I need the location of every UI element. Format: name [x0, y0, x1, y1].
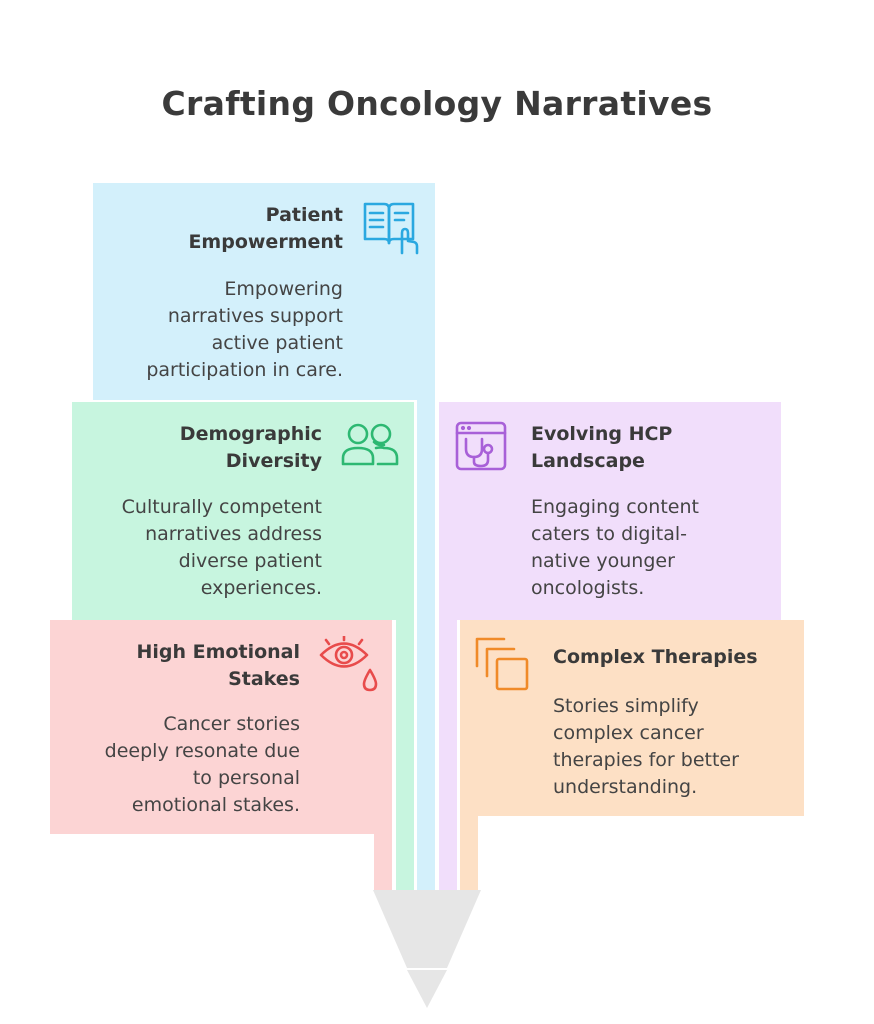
- patient-empowerment-title: Patient Empowerment: [93, 202, 343, 256]
- book-touch-icon: [362, 199, 420, 255]
- demographic-diversity-title: Demographic Diversity: [72, 421, 322, 475]
- desc-line: understanding.: [553, 776, 698, 798]
- desc-line: native younger: [531, 550, 675, 572]
- desc-line: therapies for better: [553, 749, 739, 771]
- patient-empowerment-desc: Empowering narratives support active pat…: [93, 276, 343, 384]
- desc-line: deeply resonate due: [104, 740, 300, 762]
- desc-line: Empowering: [224, 278, 343, 300]
- evolving-hcp-card: [439, 402, 781, 620]
- desc-line: active patient: [211, 332, 343, 354]
- desc-line: emotional stakes.: [131, 794, 300, 816]
- desc-line: Culturally competent: [121, 496, 322, 518]
- high-emotional-title-line1: High Emotional: [136, 641, 301, 663]
- desc-line: diverse patient: [178, 550, 322, 572]
- evolving-hcp-desc: Engaging content caters to digital- nati…: [531, 494, 771, 602]
- desc-line: oncologists.: [531, 577, 645, 599]
- desc-line: Stories simplify: [553, 695, 699, 717]
- stethoscope-window-icon: [454, 420, 510, 474]
- demographic-diversity-desc: Culturally competent narratives address …: [72, 494, 322, 602]
- high-emotional-title-line2: Stakes: [228, 668, 300, 690]
- desc-line: experiences.: [200, 577, 322, 599]
- evolving-hcp-title-line1: Evolving HCP: [531, 423, 673, 445]
- high-emotional-title: High Emotional Stakes: [50, 639, 301, 693]
- people-icon: [340, 420, 400, 470]
- desc-line: Cancer stories: [163, 713, 300, 735]
- blue-stem: [417, 380, 435, 892]
- desc-line: complex cancer: [553, 722, 704, 744]
- demographic-diversity-title-line1: Demographic: [179, 423, 322, 445]
- purple-stem: [439, 600, 457, 892]
- layers-icon: [474, 636, 532, 692]
- desc-line: narratives support: [167, 305, 343, 327]
- complex-therapies-card: [460, 620, 804, 816]
- patient-empowerment-title-line1: Patient: [265, 204, 343, 226]
- orange-stem: [460, 815, 478, 892]
- crying-eye-icon: [318, 636, 380, 692]
- red-stem: [374, 830, 392, 892]
- desc-line: to personal: [192, 767, 300, 789]
- evolving-hcp-title-line2: Landscape: [531, 450, 645, 472]
- green-stem: [396, 600, 414, 892]
- desc-line: caters to digital-: [531, 523, 687, 545]
- complex-therapies-title-line1: Complex Therapies: [553, 646, 758, 668]
- funnel-shape: [373, 890, 481, 1012]
- high-emotional-desc: Cancer stories deeply resonate due to pe…: [50, 711, 300, 819]
- complex-therapies-desc: Stories simplify complex cancer therapie…: [553, 693, 793, 801]
- demographic-diversity-title-line2: Diversity: [225, 450, 322, 472]
- desc-line: narratives address: [145, 523, 322, 545]
- diagram-title: Crafting Oncology Narratives: [161, 84, 713, 123]
- patient-empowerment-title-line2: Empowerment: [188, 231, 343, 253]
- evolving-hcp-title: Evolving HCP Landscape: [531, 421, 771, 475]
- desc-line: participation in care.: [146, 359, 343, 381]
- complex-therapies-title: Complex Therapies: [553, 644, 793, 671]
- demographic-diversity-card: [72, 402, 414, 620]
- desc-line: Engaging content: [531, 496, 699, 518]
